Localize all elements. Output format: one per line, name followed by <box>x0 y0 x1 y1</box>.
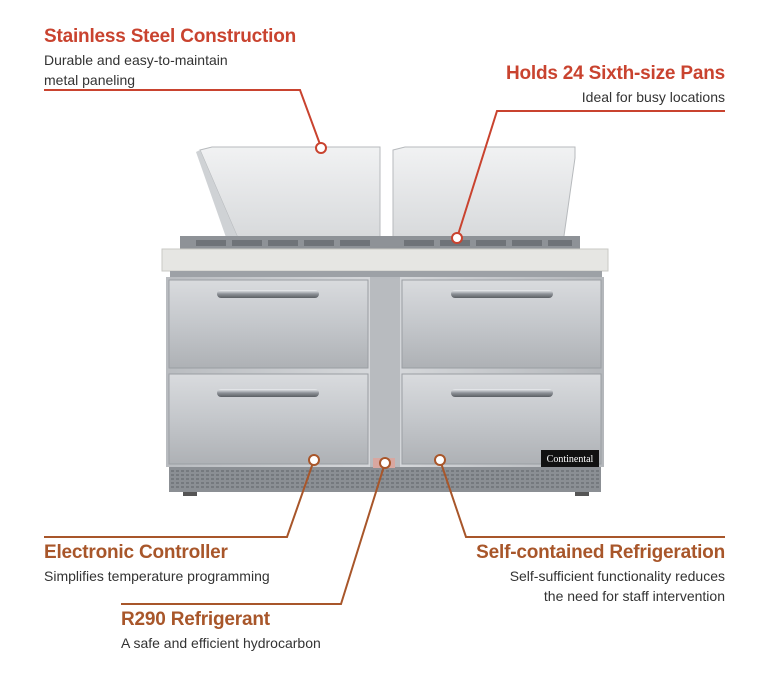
refrigerant-desc: A safe and efficient hydrocarbon <box>121 635 321 651</box>
drawer-handle <box>451 389 553 397</box>
drawer-bottom-left <box>168 373 369 465</box>
left-lid <box>196 146 381 244</box>
callout-dot <box>379 457 391 469</box>
refrigeration-desc-line2: the need for staff intervention <box>543 588 725 604</box>
pans-desc: Ideal for busy locations <box>581 89 725 105</box>
callout-dot <box>308 454 320 466</box>
controller-title: Electronic Controller <box>44 542 228 563</box>
drawer-top-right <box>401 279 602 369</box>
stainless-desc: Durable and easy-to-maintain metal panel… <box>44 50 228 90</box>
pan-well <box>180 236 580 250</box>
stainless-title: Stainless Steel Construction <box>44 26 297 47</box>
refrigeration-title: Self-contained Refrigeration <box>476 542 725 563</box>
right-lid <box>392 146 576 244</box>
stainless-desc-line1: Durable and easy-to-maintain <box>44 52 228 68</box>
drawer-handle <box>217 389 319 397</box>
callout-dot <box>315 142 327 154</box>
refrigerant-title: R290 Refrigerant <box>121 609 270 630</box>
cutting-board <box>161 248 609 272</box>
leader-lines <box>44 89 725 605</box>
pans-title: Holds 24 Sixth-size Pans <box>505 63 725 84</box>
callout-dot <box>434 454 446 466</box>
refrigeration-desc-line1: Self-sufficient functionality reduces <box>509 568 725 584</box>
controller-desc: Simplifies temperature programming <box>44 568 270 584</box>
drawer-handle <box>451 290 553 298</box>
drawer-handle <box>217 290 319 298</box>
brand-logo: Continental <box>541 450 599 467</box>
drawer-top-left <box>168 279 369 369</box>
drawer-bottom-right <box>401 373 602 465</box>
refrigeration-desc: Self-sufficient functionality reduces th… <box>510 566 725 606</box>
callout-dot <box>451 232 463 244</box>
brand-logo-text: Continental <box>547 454 594 465</box>
stainless-desc-line2: metal paneling <box>44 72 136 88</box>
